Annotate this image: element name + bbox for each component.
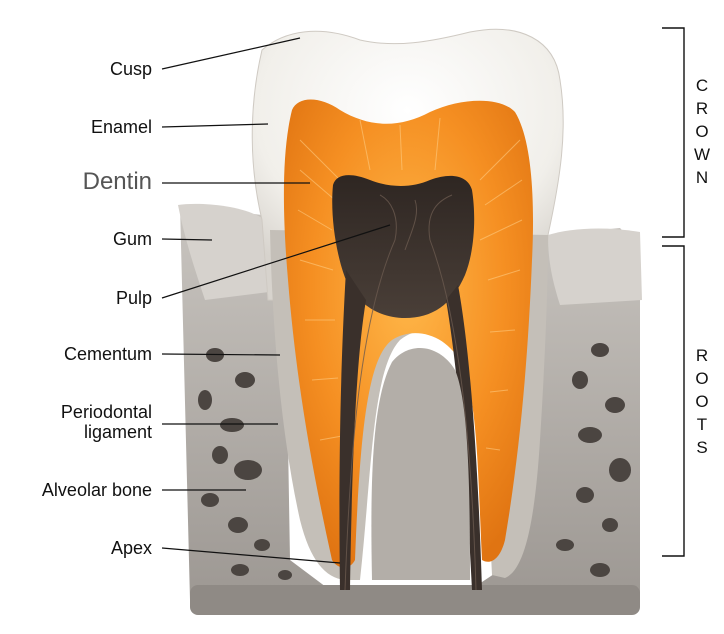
label-enamel: Enamel (91, 117, 152, 137)
inter-radicular-bone (371, 348, 470, 580)
label-dentin: Dentin (83, 169, 152, 195)
roots-bracket (662, 246, 684, 556)
bone-base (190, 585, 640, 615)
gum-right (548, 228, 642, 305)
region-brackets (662, 28, 684, 556)
label-cusp: Cusp (110, 59, 152, 79)
label-pulp: Pulp (116, 288, 152, 308)
label-gum: Gum (113, 229, 152, 249)
crown-bracket (662, 28, 684, 237)
label-alveolar-bone: Alveolar bone (42, 480, 152, 500)
label-apex: Apex (111, 538, 152, 558)
region-label-crown: CROWN (692, 74, 712, 189)
region-label-roots: ROOTS (692, 344, 712, 459)
label-cementum: Cementum (64, 344, 152, 364)
label-periodontal-ligament: Periodontal ligament (2, 402, 152, 442)
